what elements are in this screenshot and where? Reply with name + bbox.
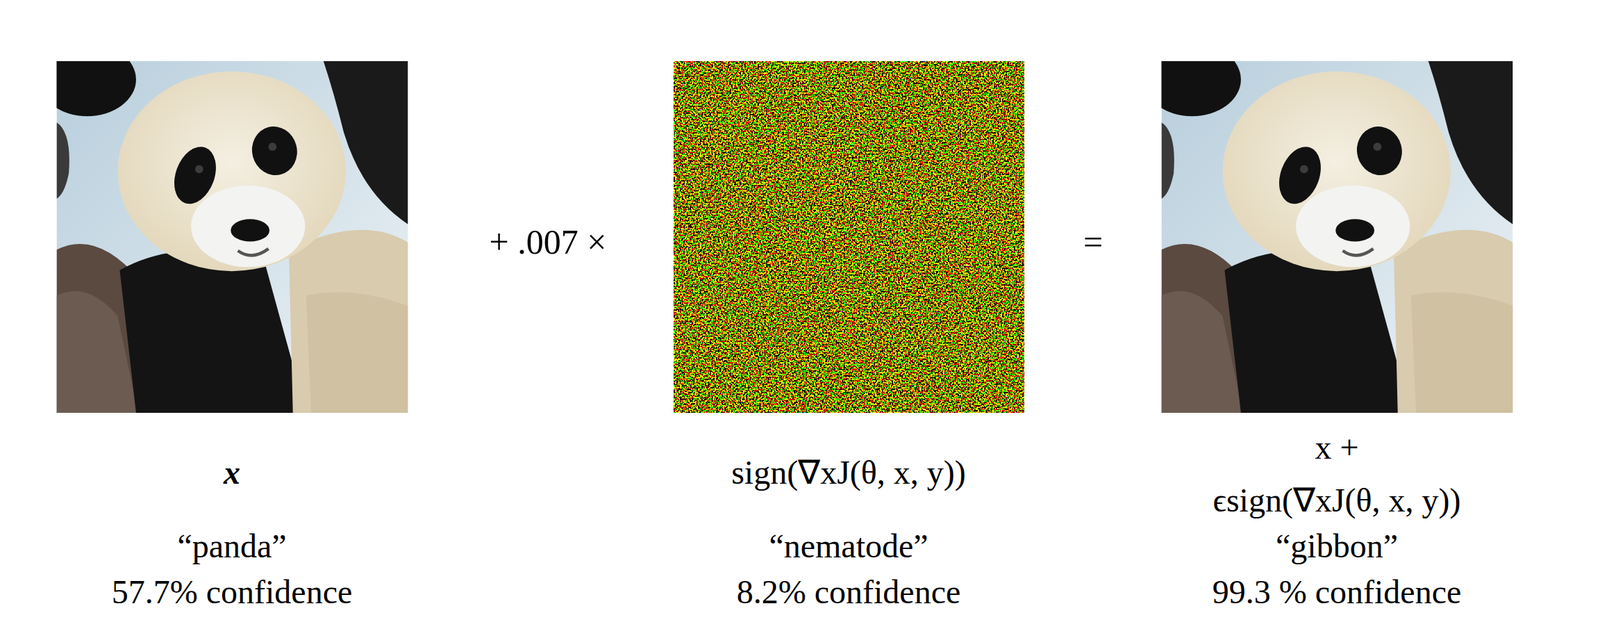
panda-image <box>56 61 409 413</box>
formula-label: sign(∇xJ(θ, x, y)) <box>731 454 966 491</box>
operator-label: + .007 × <box>489 222 607 262</box>
formula-label: ϵsign(∇xJ(θ, x, y)) <box>1212 481 1461 519</box>
adversarial-panda-image <box>1161 61 1514 413</box>
class-label: “gibbon” <box>1275 527 1398 565</box>
class-label: “panda” <box>177 527 287 565</box>
confidence-label: 99.3 % confidence <box>1212 573 1462 611</box>
confidence-label: 57.7% confidence <box>111 573 353 611</box>
noise-image <box>673 61 1025 413</box>
class-label: “nematode” <box>768 527 928 565</box>
operator-label: = <box>1083 222 1103 262</box>
confidence-label: 8.2% confidence <box>736 573 962 611</box>
variable-label: x <box>223 454 241 491</box>
formula-label: x + <box>1314 429 1359 466</box>
